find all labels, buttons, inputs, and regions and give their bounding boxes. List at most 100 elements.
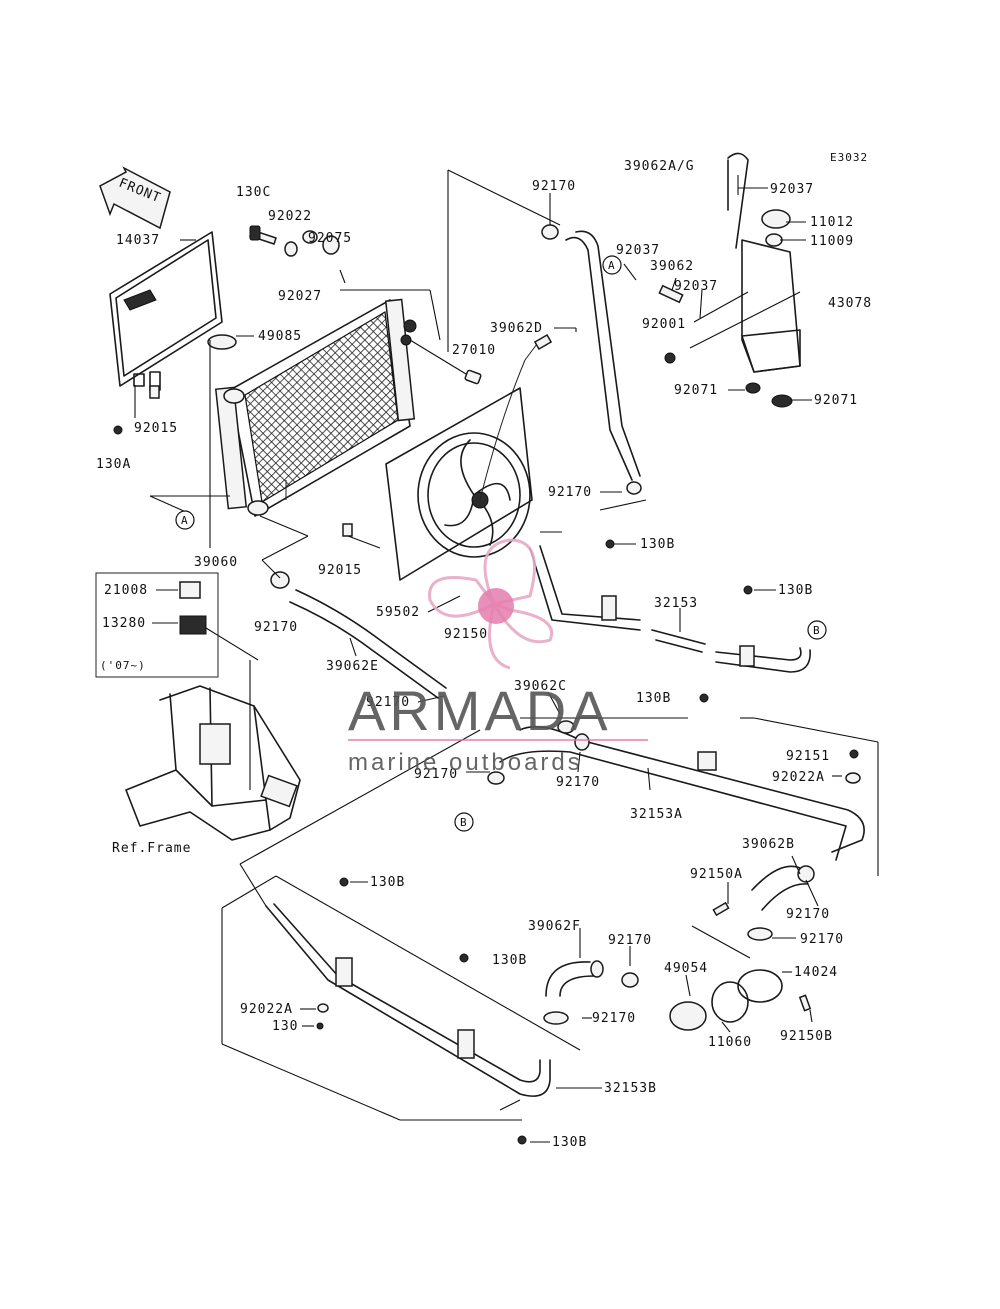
part-label: 92022A — [240, 1002, 293, 1017]
bolt-130a-icon — [113, 425, 123, 435]
part-label: 13280 — [102, 616, 146, 631]
part-label: 92150A — [690, 867, 743, 882]
part-label: 39062F — [528, 919, 581, 934]
ref-circle-a1: A — [175, 510, 195, 530]
watermark: ARMADA marine outboards — [348, 538, 648, 776]
collar-92075-icon — [302, 230, 318, 244]
leader-lines — [134, 169, 879, 1143]
part-label: 11060 — [708, 1035, 752, 1050]
radiator-guard — [109, 231, 223, 391]
part-label: 21008 — [104, 583, 148, 598]
year-note: ('07~) — [100, 659, 146, 672]
part-label: 92170 — [366, 695, 410, 710]
hose-39062f — [543, 960, 639, 1025]
bracket-21008-icon — [179, 581, 201, 599]
part-label: 92071 — [814, 393, 858, 408]
part-label: 27010 — [452, 343, 496, 358]
inset-box — [95, 572, 219, 678]
pipe-32153a — [487, 693, 865, 861]
damper-92071-icon — [745, 382, 761, 394]
part-label: 92170 — [532, 179, 576, 194]
thermostat-housing — [669, 901, 812, 1031]
part-label: 92150 — [444, 627, 488, 642]
part-label: 39060 — [194, 555, 238, 570]
part-label: 92071 — [674, 383, 718, 398]
damper-92071b-icon — [771, 394, 793, 408]
part-label: 130B — [636, 691, 671, 706]
part-label: 92170 — [800, 932, 844, 947]
bolt-92001-icon — [664, 352, 676, 364]
part-label: 130A — [96, 457, 131, 472]
watermark-brand: ARMADA — [348, 679, 612, 742]
part-label: 32153B — [604, 1081, 657, 1096]
part-label: 92037 — [674, 279, 718, 294]
bolt-130c-icon — [249, 225, 277, 245]
part-label: 32153A — [630, 807, 683, 822]
part-label: 11009 — [810, 234, 854, 249]
part-label: 14024 — [794, 965, 838, 980]
hose-39062-icon — [658, 284, 684, 304]
part-label: 130B — [640, 537, 675, 552]
part-label: 92170 — [548, 485, 592, 500]
ref-circle-a2: A — [602, 255, 622, 275]
reservoir-tank — [658, 152, 801, 408]
part-label: 92037 — [616, 243, 660, 258]
part-label: 39062 — [650, 259, 694, 274]
part-label: 92027 — [278, 289, 322, 304]
propeller-logo-icon — [428, 538, 553, 670]
clamp-92170-icon — [270, 571, 290, 589]
part-label: 130 — [272, 1019, 298, 1034]
part-label: 39062A/G — [624, 159, 695, 174]
damper-13280-icon — [179, 615, 207, 635]
part-label: 92151 — [786, 749, 830, 764]
lower-pipe-assembly — [265, 877, 551, 1145]
part-label: 92001 — [642, 317, 686, 332]
part-labels: 130C 14037 92022 92075 92027 49085 27010… — [96, 159, 872, 1150]
pipe-32153 — [529, 539, 811, 673]
housing-14024-icon — [737, 969, 783, 1003]
part-label: 92037 — [770, 182, 814, 197]
part-label: 92170 — [556, 775, 600, 790]
part-label: 92170 — [592, 1011, 636, 1026]
ref-circle-b1: B — [807, 620, 827, 640]
part-label: 49085 — [258, 329, 302, 344]
ref-b-label: B — [460, 816, 468, 829]
part-label: 92170 — [786, 907, 830, 922]
part-label: 92075 — [308, 231, 352, 246]
part-label: 130B — [492, 953, 527, 968]
grommet-49085-icon — [207, 334, 237, 350]
part-label: 59502 — [376, 605, 420, 620]
part-label: 130B — [778, 583, 813, 598]
part-label: 49054 — [664, 961, 708, 976]
part-label: 92150B — [780, 1029, 833, 1044]
part-label: 92022A — [772, 770, 825, 785]
part-label: 130C — [236, 185, 271, 200]
ref-a-label: A — [608, 259, 616, 272]
part-label: 92170 — [414, 767, 458, 782]
part-label: 92015 — [134, 421, 178, 436]
part-label: 39062E — [326, 659, 379, 674]
part-label: 92170 — [608, 933, 652, 948]
frame-reference — [125, 685, 301, 841]
part-label: 39062C — [514, 679, 567, 694]
fan-shroud — [342, 334, 553, 581]
ref-circle-b2: B — [454, 812, 474, 832]
part-label: 39062B — [742, 837, 795, 852]
seal-11009-icon — [765, 233, 783, 247]
part-label: 14037 — [116, 233, 160, 248]
watermark-tagline: marine outboards — [348, 749, 583, 776]
part-label: 92022 — [268, 209, 312, 224]
part-label: 130B — [552, 1135, 587, 1150]
sensor-27010-icon — [409, 339, 482, 385]
cap-11012-icon — [761, 209, 791, 229]
part-label: 92170 — [254, 620, 298, 635]
ref-frame-label: Ref.Frame — [112, 841, 191, 856]
hose-39062b — [747, 865, 815, 941]
clip-92015-icon — [149, 385, 160, 399]
part-label: 43078 — [828, 296, 872, 311]
ref-b-label: B — [813, 624, 821, 637]
hose-39062d — [541, 224, 642, 495]
thermostat-49054-icon — [669, 1001, 707, 1031]
washer-92022-icon — [284, 241, 298, 257]
